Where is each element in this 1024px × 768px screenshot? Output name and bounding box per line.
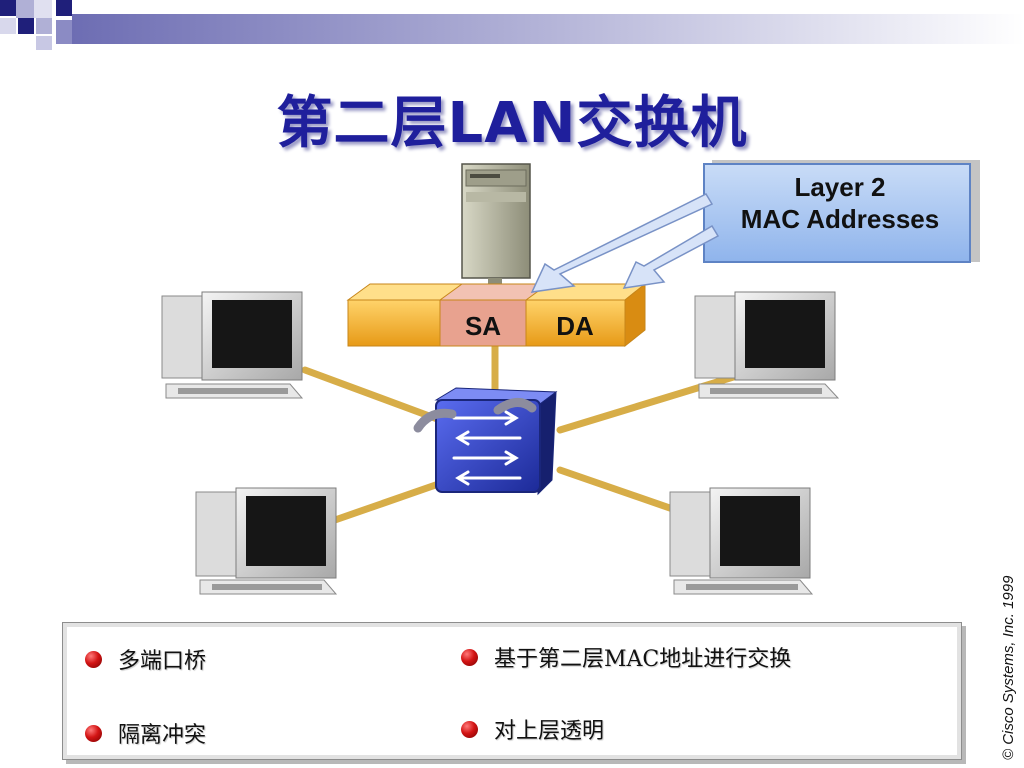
bullet-item-1: 多端口桥 xyxy=(85,643,206,675)
cable-top-right xyxy=(556,371,744,434)
bullet-text: 隔离冲突 xyxy=(118,723,207,748)
callout-line2: MAC Addresses xyxy=(741,204,939,234)
computer-bottom-right-icon xyxy=(669,487,814,595)
cable-bottom-left xyxy=(331,476,454,524)
corner-decoration xyxy=(0,0,1024,50)
bullet-box: 多端口桥 基于第二层MAC地址进行交换 隔离冲突 对上层透明 xyxy=(62,622,962,760)
callout-box: Layer 2 MAC Addresses xyxy=(703,160,980,263)
frame-bar: SA DA xyxy=(346,282,647,348)
cable-bottom-right xyxy=(556,466,694,519)
network-diagram: SA DA Layer 2 MAC Addresses xyxy=(161,160,980,595)
bullet-item-4: 对上层透明 xyxy=(461,713,604,745)
server-icon xyxy=(461,163,531,292)
computer-bottom-left-icon xyxy=(195,487,338,595)
da-label: DA xyxy=(556,311,594,341)
bullet-dot-icon xyxy=(461,720,478,738)
slide-title: 第二层LAN交换机 xyxy=(276,91,748,156)
computer-top-left-icon xyxy=(161,291,304,399)
bullet-dot-icon xyxy=(85,724,102,742)
bullet-text: 对上层透明 xyxy=(494,719,605,744)
callout-line1: Layer 2 xyxy=(794,172,885,202)
bullet-text: 多端口桥 xyxy=(118,649,207,674)
bullet-item-3: 隔离冲突 xyxy=(85,717,206,749)
switch-icon xyxy=(413,387,558,496)
callout-arrows xyxy=(530,193,720,293)
copyright-text: © Cisco Systems, Inc. 1999 xyxy=(1000,575,1017,760)
cable-top-left xyxy=(301,366,444,424)
bullet-text: 基于第二层MAC地址进行交换 xyxy=(494,647,792,672)
sa-field xyxy=(439,299,527,347)
computer-top-right-icon xyxy=(694,291,840,399)
sa-label: SA xyxy=(465,311,501,341)
bullet-item-2: 基于第二层MAC地址进行交换 xyxy=(461,641,791,673)
bullet-dot-icon xyxy=(461,648,478,666)
bullet-dot-icon xyxy=(85,650,102,668)
